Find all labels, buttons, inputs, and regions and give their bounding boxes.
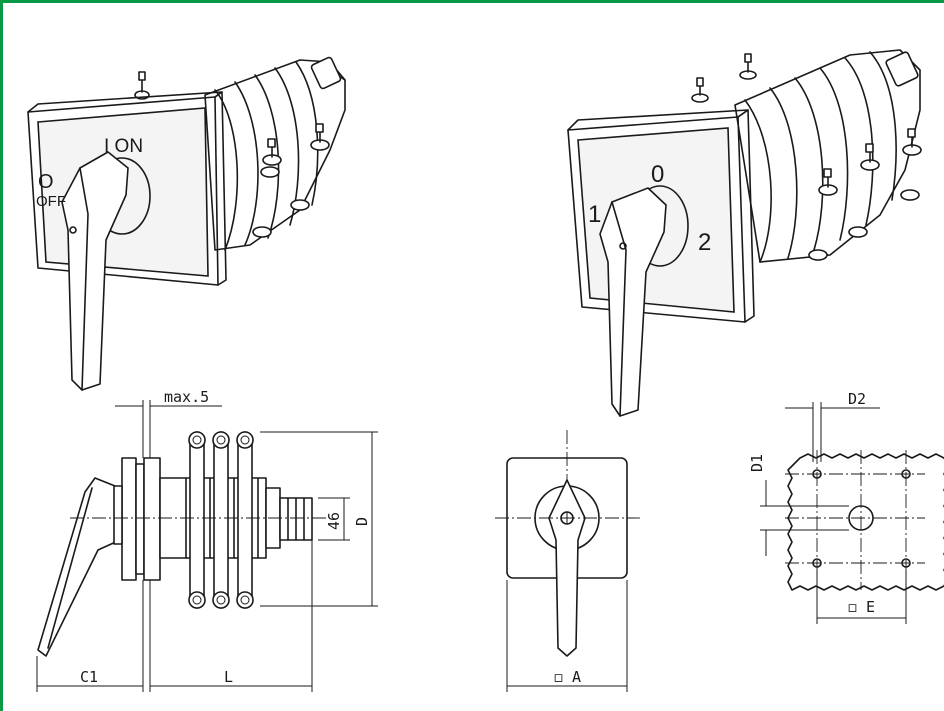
- onoff-on-label: I ON: [104, 136, 143, 157]
- changeover-switch-illustration: 1 0 2: [567, 49, 922, 417]
- cutout-holes: [812, 469, 911, 568]
- front-view: ◻ A: [495, 430, 640, 692]
- c1-label: C1: [80, 668, 98, 686]
- d-label: D: [353, 517, 371, 526]
- cutout-outline: [787, 453, 944, 591]
- d2-label: D2: [848, 390, 866, 408]
- onoff-off-label: OFF: [36, 193, 66, 210]
- e-label: ◻ E: [848, 598, 875, 616]
- changeover-switch-body: [691, 49, 922, 263]
- side-front-plate: [121, 457, 137, 581]
- pos-2-label: 2: [698, 229, 711, 256]
- side-handle: [37, 477, 121, 657]
- l-label: L: [224, 668, 233, 686]
- side-view: max.5 C1 L D 46: [36, 388, 378, 692]
- onoff-switch-illustration: I ON O OFF: [27, 56, 346, 391]
- onoff-off-symbol: O: [38, 171, 54, 193]
- d1-label: D1: [748, 454, 766, 472]
- front-handle: [548, 479, 586, 657]
- side-terminals: [188, 431, 254, 609]
- panel-cutout: D2 D1 ◻ E: [748, 390, 944, 624]
- pos-0-label: 0: [651, 161, 664, 188]
- side-dimensions: [36, 400, 378, 692]
- changeover-handle: [599, 187, 667, 417]
- pos-1-label: 1: [588, 201, 601, 228]
- onoff-switch-body: [134, 56, 346, 251]
- max5-label: max.5: [164, 388, 209, 406]
- dim-46-label: 46: [325, 512, 343, 530]
- a-label: ◻ A: [554, 668, 581, 686]
- onoff-handle: [61, 151, 129, 391]
